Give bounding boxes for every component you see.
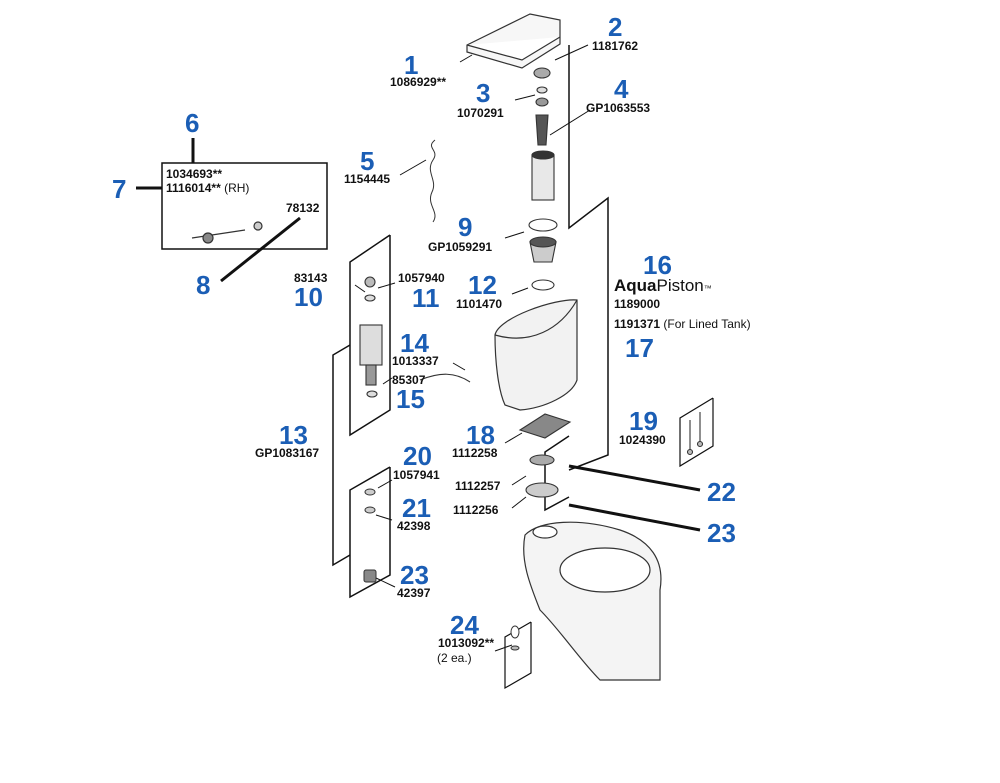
chain-drawing xyxy=(429,139,436,223)
flush-valve-drawing xyxy=(528,67,558,291)
frame-19 xyxy=(679,397,714,468)
tank-drawing xyxy=(494,299,578,411)
leader-8 xyxy=(220,216,301,283)
callout-13: 13 xyxy=(279,420,308,450)
gasket-drawing xyxy=(518,413,572,498)
callout-8: 8 xyxy=(196,270,211,300)
part-number-10: 83143 xyxy=(294,271,328,285)
callout-18: 18 xyxy=(466,420,495,450)
callout-2: 2 xyxy=(608,12,623,42)
part-number-9: GP1059291 xyxy=(428,240,493,254)
callout-16: 16 xyxy=(643,250,672,280)
part-number-22: 1112257 xyxy=(455,479,501,493)
part-number-24: 1013092** xyxy=(438,636,495,650)
callout-23: 23 xyxy=(707,518,736,548)
callout-21: 21 xyxy=(402,493,431,523)
part-number-21: 42398 xyxy=(397,519,431,533)
part-number-11: 1057940 xyxy=(398,271,445,285)
part-number-1: 1086929** xyxy=(390,75,447,89)
part-number-7: 1116014** (RH) xyxy=(166,181,250,195)
bolts-drawing xyxy=(686,412,704,456)
frame-tank-assembly xyxy=(568,45,609,471)
callout-3: 3 xyxy=(476,78,491,108)
part-number-20: 1057941 xyxy=(393,468,440,482)
callout-9: 9 xyxy=(458,212,473,242)
frame-fill-valve xyxy=(349,234,391,437)
part-number-17: 1191371 (For Lined Tank) xyxy=(614,317,751,331)
part-number-15: 85307 xyxy=(392,373,426,387)
callout-20: 20 xyxy=(403,441,432,471)
callout-4: 4 xyxy=(614,74,629,104)
bowl-drawing xyxy=(523,521,662,681)
callout-7: 7 xyxy=(112,174,127,204)
callout-22: 22 xyxy=(707,477,736,507)
part-number-6: 1034693** xyxy=(166,167,223,181)
part-number-5: 1154445 xyxy=(344,172,391,186)
part-number-19: 1024390 xyxy=(619,433,666,447)
part-number-2: 1181762 xyxy=(592,39,639,53)
fill-valve-drawing xyxy=(359,276,471,398)
callout-5: 5 xyxy=(360,146,375,176)
aquapiston-brand: AquaPiston™ xyxy=(614,276,712,295)
kit-box-6-7-8 xyxy=(161,162,328,250)
callout-11: 11 xyxy=(412,283,440,313)
callout-12: 12 xyxy=(468,270,497,300)
leader-23 xyxy=(568,503,701,532)
callout-24: 24 xyxy=(450,610,479,640)
callout-6: 6 xyxy=(185,108,200,138)
trip-lever-drawing xyxy=(191,221,263,244)
part-number-23: 1112256 xyxy=(453,503,499,517)
part-number-16: 1189000 xyxy=(614,297,661,311)
callout-10: 10 xyxy=(294,282,323,312)
part-number-18: 1112258 xyxy=(452,446,498,460)
frame-bolts xyxy=(349,466,391,599)
frame-13 xyxy=(332,344,351,567)
part-number-3: 1070291 xyxy=(457,106,504,120)
part-number-14: 1013337 xyxy=(392,354,439,368)
callout-17: 17 xyxy=(625,333,654,363)
part-number-12: 1101470 xyxy=(456,297,503,311)
leader-22 xyxy=(568,464,701,492)
part-number-8: 78132 xyxy=(286,201,320,215)
part-number-23-bolt-cap: 42397 xyxy=(397,586,431,600)
tank-lid-drawing xyxy=(466,13,561,69)
callout-1: 1 xyxy=(404,50,419,80)
callout-15: 15 xyxy=(396,384,425,414)
part-quantity-24: (2 ea.) xyxy=(437,651,472,665)
frame-18 xyxy=(544,435,570,512)
part-number-4: GP1063553 xyxy=(586,101,651,115)
callout-23-bolt-cap: 23 xyxy=(400,560,429,590)
callout-19: 19 xyxy=(629,406,658,436)
callout-14: 14 xyxy=(400,328,429,358)
part-number-13: GP1083167 xyxy=(255,446,320,460)
